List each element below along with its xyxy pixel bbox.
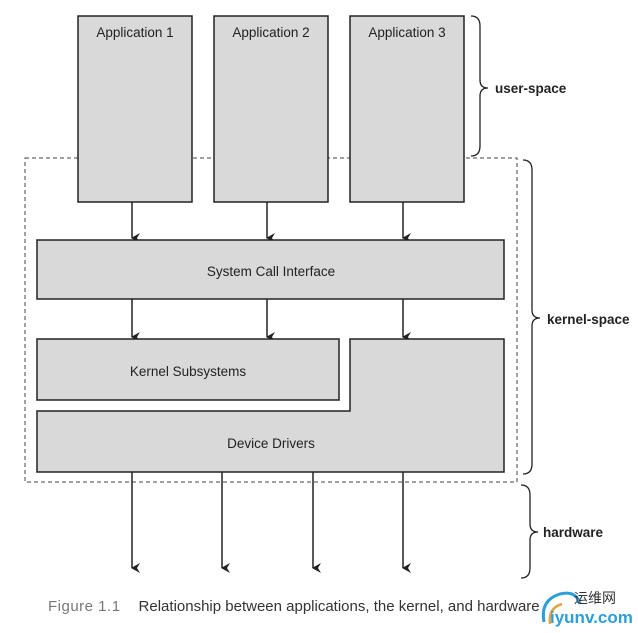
figure-caption-text: Relationship between applications, the k… — [138, 598, 540, 615]
kernel-space-label: kernel-space — [547, 312, 630, 327]
watermark-logo: 运维网 iyunv.com — [536, 586, 636, 632]
system-call-interface-label: System Call Interface — [207, 264, 335, 279]
application-1-label: Application 1 — [96, 25, 173, 40]
application-1-box: Application 1 — [77, 15, 193, 203]
user-space-label: user-space — [495, 81, 567, 96]
kernel-subsystems-box: Kernel Subsystems — [36, 338, 340, 401]
application-3-label: Application 3 — [368, 25, 445, 40]
application-2-box: Application 2 — [213, 15, 329, 203]
device-drivers-label: Device Drivers — [227, 436, 315, 451]
kernel-subsystems-label: Kernel Subsystems — [130, 364, 247, 379]
watermark-swirl-icon — [541, 591, 582, 625]
watermark-chinese-text: 运维网 — [574, 591, 616, 607]
user-space-brace — [470, 15, 489, 157]
hardware-brace — [520, 484, 539, 579]
application-3-box: Application 3 — [349, 15, 465, 203]
watermark-domain-text: iyunv.com — [550, 608, 633, 627]
device-drivers-box: Device Drivers — [36, 338, 505, 473]
kernel-space-brace — [522, 159, 541, 475]
system-call-interface-box: System Call Interface — [36, 239, 505, 300]
hardware-label: hardware — [543, 525, 604, 540]
figure-caption: Figure 1.1 Relationship between applicati… — [48, 598, 540, 615]
figure-number: Figure 1.1 — [48, 598, 121, 615]
application-2-label: Application 2 — [232, 25, 309, 40]
